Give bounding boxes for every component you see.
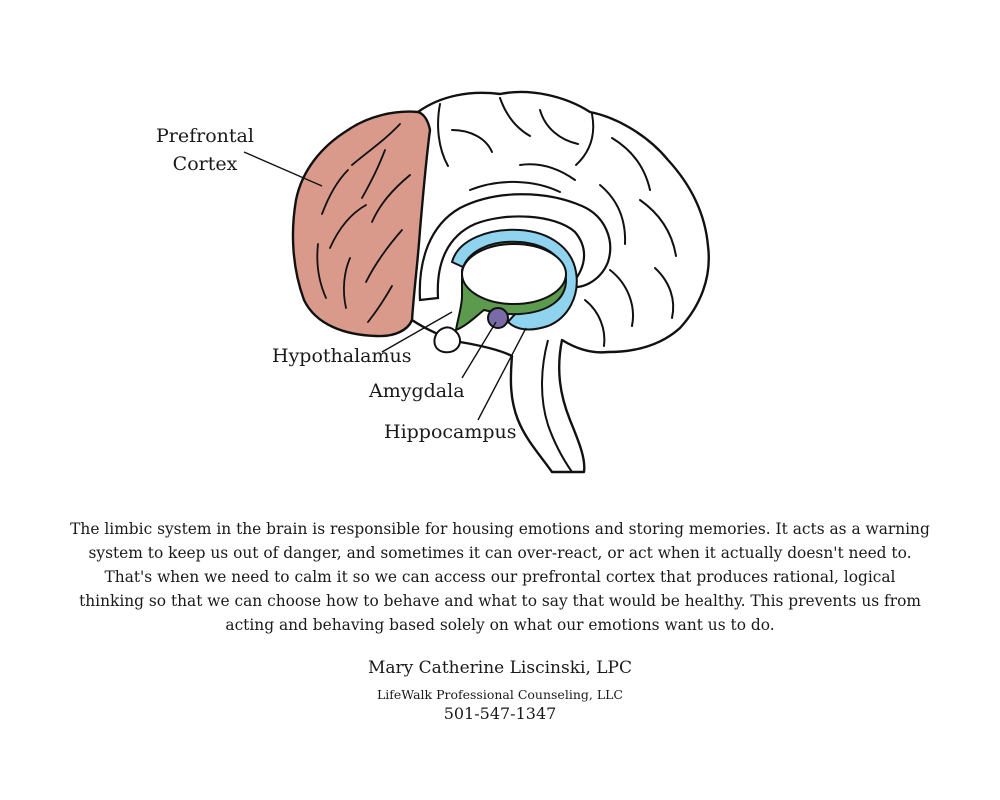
amygdala-leader [461,321,497,379]
pituitary-shape [433,326,462,354]
thalamus-oval [461,243,567,305]
brain-diagram [243,90,710,474]
prefrontal-label-line2: Cortex [172,153,238,175]
hippocampus-label: Hippocampus [384,421,517,443]
cortex-folds [437,97,677,347]
phone-number: 501-547-1347 [443,704,557,723]
hypothalamus-label: Hypothalamus [272,345,412,367]
brainstem-line [541,339,573,473]
brain-outline [411,90,710,474]
prefrontal-cortex-label: Prefrontal Cortex [152,122,258,178]
limbic-system-description: The limbic system in the brain is respon… [70,520,930,634]
amygdala-label: Amygdala [369,380,465,402]
prefrontal-leader [243,151,323,187]
prefrontal-cortex-region [291,110,432,338]
prefrontal-folds [316,123,411,323]
organization-name: LifeWalk Professional Counseling, LLC [376,687,623,702]
author-name: Mary Catherine Liscinski, LPC [368,658,632,678]
hippocampus-leader [477,327,527,421]
corpus-callosum [418,193,612,302]
leader-lines [243,151,527,421]
prefrontal-label-line1: Prefrontal [156,125,254,147]
hypothalamus-leader [381,311,453,353]
amygdala-region [487,307,509,329]
